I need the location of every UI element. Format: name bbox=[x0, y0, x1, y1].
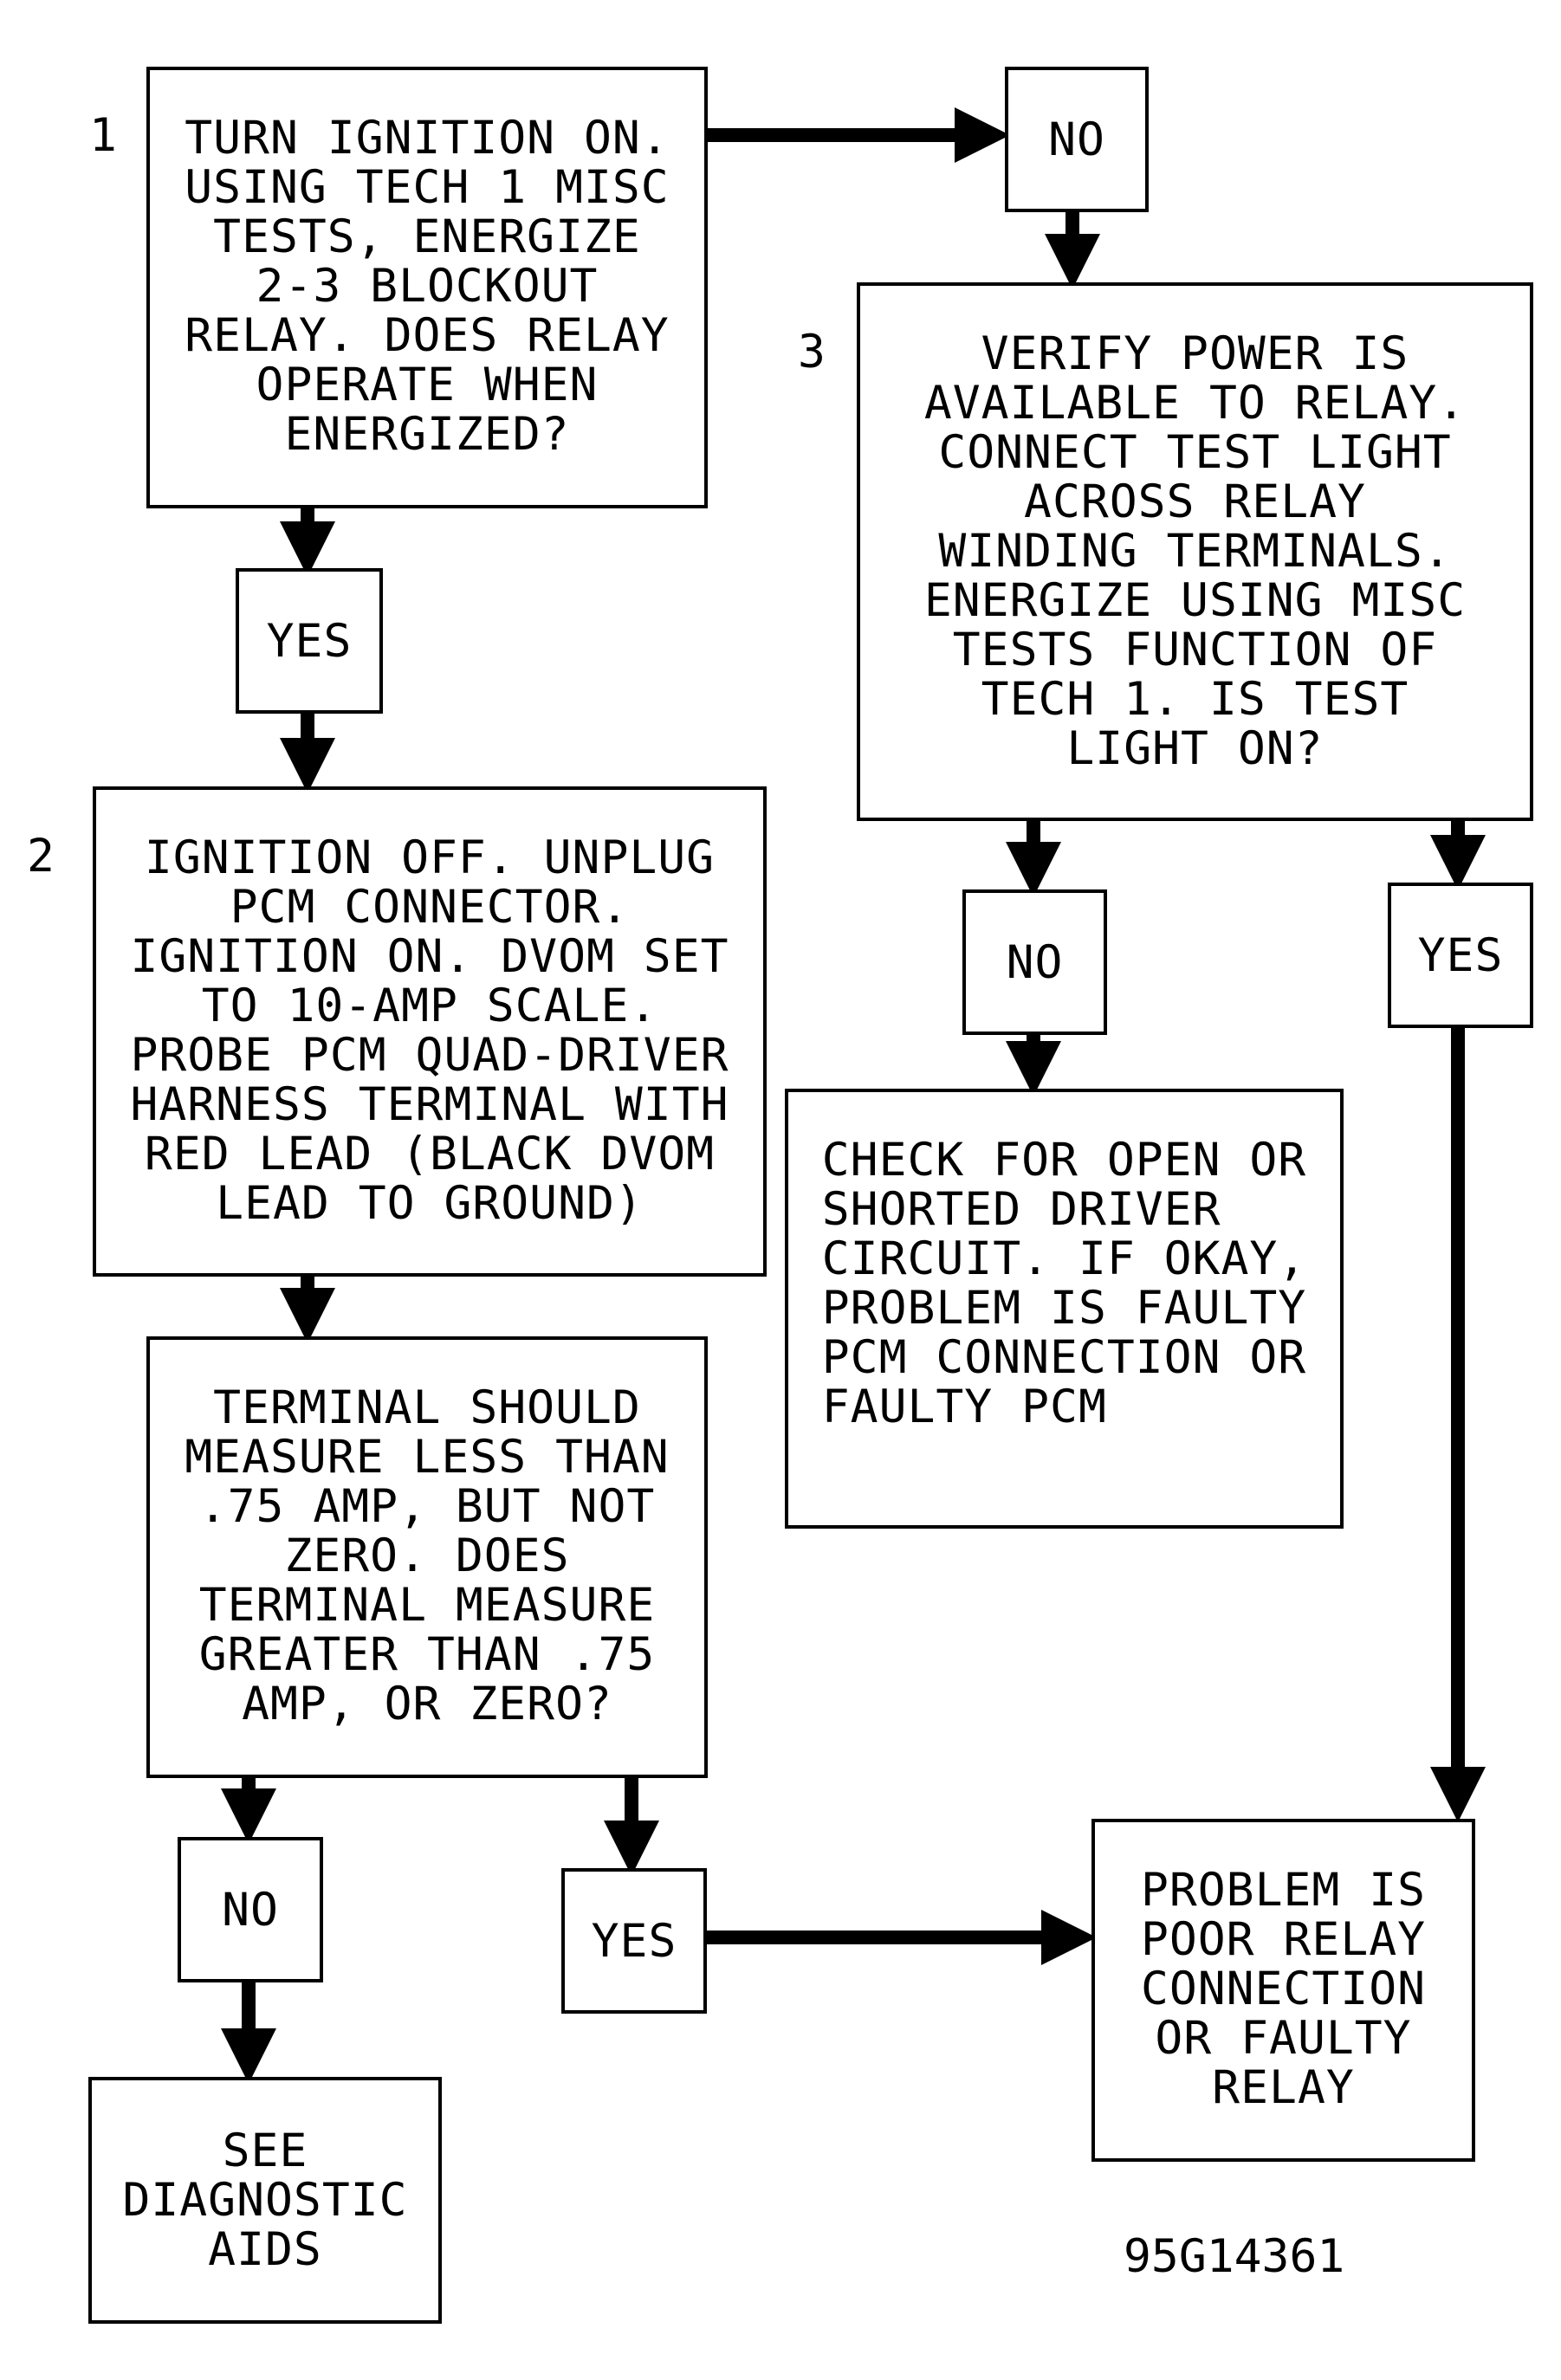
answer-no-measure: NO bbox=[178, 1837, 323, 1982]
step2-box: IGNITION OFF. UNPLUG PCM CONNECTOR. IGNI… bbox=[93, 786, 767, 1277]
answer-no-step3-label: NO bbox=[1006, 935, 1064, 989]
step2-text: IGNITION OFF. UNPLUG PCM CONNECTOR. IGNI… bbox=[130, 831, 729, 1230]
answer-no-step1-label: NO bbox=[1048, 113, 1105, 166]
answer-yes-step1: YES bbox=[236, 568, 383, 714]
answer-yes-step3-label: YES bbox=[1417, 928, 1504, 982]
answer-no-step3: NO bbox=[962, 889, 1107, 1035]
answer-no-step1: NO bbox=[1005, 67, 1149, 212]
answer-no-measure-label: NO bbox=[222, 1883, 279, 1937]
step-number-3: 3 bbox=[798, 326, 826, 378]
answer-yes-measure-label: YES bbox=[591, 1914, 677, 1968]
measure-box: TERMINAL SHOULD MEASURE LESS THAN .75 AM… bbox=[146, 1336, 708, 1778]
step1-text: TURN IGNITION ON. USING TECH 1 MISC TEST… bbox=[185, 112, 670, 461]
open-short-check-text: CHECK FOR OPEN OR SHORTED DRIVER CIRCUIT… bbox=[821, 1134, 1307, 1433]
step3-text: VERIFY POWER IS AVAILABLE TO RELAY. CONN… bbox=[923, 327, 1467, 775]
answer-yes-measure: YES bbox=[561, 1868, 707, 2014]
step-number-2: 2 bbox=[27, 830, 55, 883]
step1-box: TURN IGNITION ON. USING TECH 1 MISC TEST… bbox=[146, 67, 708, 508]
diagnostic-aids-text: SEE DIAGNOSTIC AIDS bbox=[122, 2125, 408, 2276]
step3-box: VERIFY POWER IS AVAILABLE TO RELAY. CONN… bbox=[857, 282, 1533, 821]
poor-relay-text: PROBLEM IS POOR RELAY CONNECTION OR FAUL… bbox=[1140, 1864, 1427, 2114]
open-short-check-box: CHECK FOR OPEN OR SHORTED DRIVER CIRCUIT… bbox=[785, 1089, 1344, 1529]
measure-text: TERMINAL SHOULD MEASURE LESS THAN .75 AM… bbox=[185, 1381, 670, 1730]
poor-relay-box: PROBLEM IS POOR RELAY CONNECTION OR FAUL… bbox=[1091, 1819, 1475, 2162]
step-number-1: 1 bbox=[89, 109, 117, 162]
figure-id: 95G14361 bbox=[1124, 2230, 1345, 2283]
answer-yes-step1-label: YES bbox=[266, 614, 353, 668]
diagnostic-aids-box: SEE DIAGNOSTIC AIDS bbox=[88, 2077, 442, 2324]
answer-yes-step3: YES bbox=[1388, 883, 1533, 1028]
